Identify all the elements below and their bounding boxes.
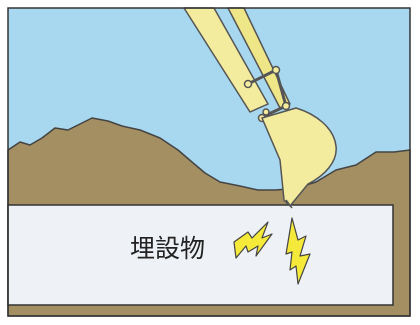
buried-object — [7, 204, 394, 306]
excavator-bucket-icon — [261, 107, 337, 207]
excavator-arm-icon — [183, 7, 291, 123]
bucket-tooth — [285, 199, 293, 209]
frame-border — [7, 7, 411, 317]
impact-spark-icon — [233, 221, 273, 259]
impact-spark-icon — [285, 217, 311, 285]
buried-object-label: 埋設物 — [130, 234, 205, 263]
